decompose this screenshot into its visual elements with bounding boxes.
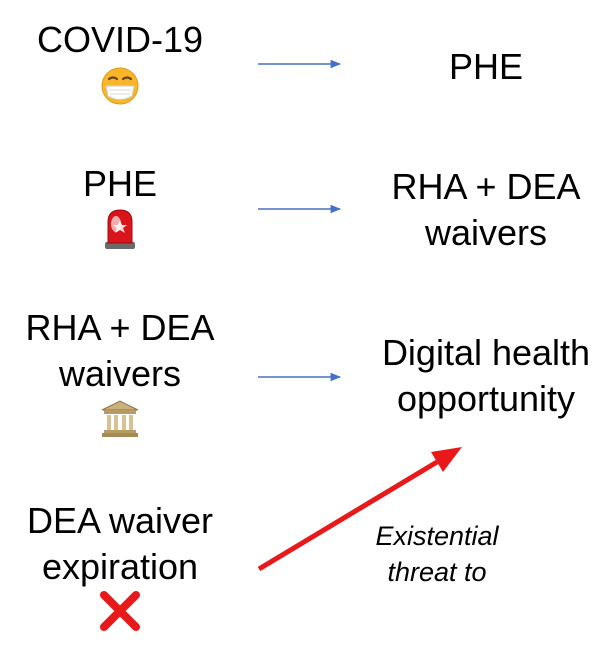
node-digital-health-opportunity-line2: opportunity — [396, 378, 576, 419]
node-rha-dea-waivers-result-line1: RHA + DEA — [391, 166, 581, 207]
threat-arrow-shaft — [257, 459, 439, 572]
face-with-medical-mask-icon — [100, 66, 140, 106]
node-dea-waiver-expiration: DEA waiver expiration — [10, 498, 230, 590]
node-phe-line1: PHE — [82, 163, 158, 204]
node-rha-dea-waivers-line2: waivers — [58, 353, 182, 394]
node-rha-dea-waivers-result: RHA + DEA waivers — [376, 164, 596, 256]
classical-building-icon — [100, 398, 140, 438]
node-dea-waiver-expiration-line1: DEA waiver — [26, 500, 214, 541]
node-phe-result: PHE — [386, 44, 586, 90]
node-digital-health-opportunity-line1: Digital health — [381, 332, 591, 373]
threat-annotation-line2: threat to — [387, 557, 487, 587]
node-dea-waiver-expiration-line2: expiration — [41, 546, 199, 587]
node-phe-result-line1: PHE — [448, 46, 524, 87]
police-siren-icon — [102, 206, 138, 250]
node-rha-dea-waivers-line1: RHA + DEA — [25, 307, 215, 348]
node-digital-health-opportunity: Digital health opportunity — [366, 330, 606, 422]
node-covid-19-line1: COVID-19 — [36, 19, 204, 60]
threat-arrow-head — [431, 447, 462, 472]
node-rha-dea-waivers: RHA + DEA waivers — [10, 305, 230, 397]
node-phe: PHE — [20, 161, 220, 207]
threat-annotation: Existential threat to — [342, 518, 532, 590]
threat-annotation-line1: Existential — [375, 521, 499, 551]
red-cross-mark-icon — [98, 590, 142, 632]
node-covid-19: COVID-19 — [20, 17, 220, 63]
node-rha-dea-waivers-result-line2: waivers — [424, 212, 548, 253]
